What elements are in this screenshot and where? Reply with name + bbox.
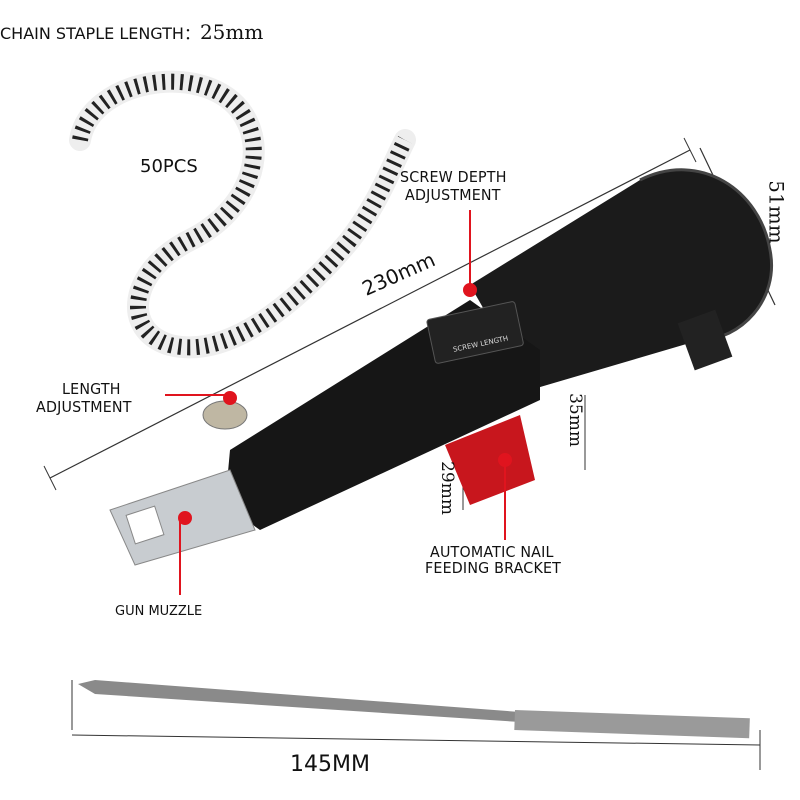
bracket-width-dimension: 29mm xyxy=(436,461,457,515)
screw-count-label: 50PCS xyxy=(140,156,198,177)
bracket-height-dimension: 35mm xyxy=(564,393,585,447)
dimension-line-length xyxy=(49,149,691,479)
chain-staple-label: CHAIN STAPLE LENGTH： xyxy=(0,24,200,43)
chain-staple-value: 25mm xyxy=(199,20,264,44)
diameter-dimension: 51mm xyxy=(764,180,789,244)
gun-muzzle-label: GUN MUZZLE xyxy=(115,604,203,619)
screw-depth-label-line1: SCREW DEPTH xyxy=(400,168,507,186)
length-adjustment-knob xyxy=(202,400,248,430)
chain-staple-length-label: CHAIN STAPLE LENGTH：25mm xyxy=(0,20,263,44)
nail-feeding-label-line1: AUTOMATIC NAIL xyxy=(430,543,554,561)
screw-heads xyxy=(72,73,413,356)
bit-length-dimension: 145MM xyxy=(290,752,370,777)
driver-bit xyxy=(78,680,750,739)
screw-strip xyxy=(69,70,416,359)
feeding-bracket xyxy=(445,415,535,505)
nail-feeding-label-line2: FEEDING BRACKET xyxy=(425,559,562,577)
length-adjustment-label-line1: LENGTH xyxy=(62,380,121,398)
grip-clamp xyxy=(677,309,733,371)
screw-length-scale xyxy=(426,301,524,364)
screw-depth-label-line2: ADJUSTMENT xyxy=(405,186,501,204)
callout-markers xyxy=(165,210,512,595)
dimension-line-bit xyxy=(71,734,761,746)
length-adjustment-label-line2: ADJUSTMENT xyxy=(36,398,132,416)
